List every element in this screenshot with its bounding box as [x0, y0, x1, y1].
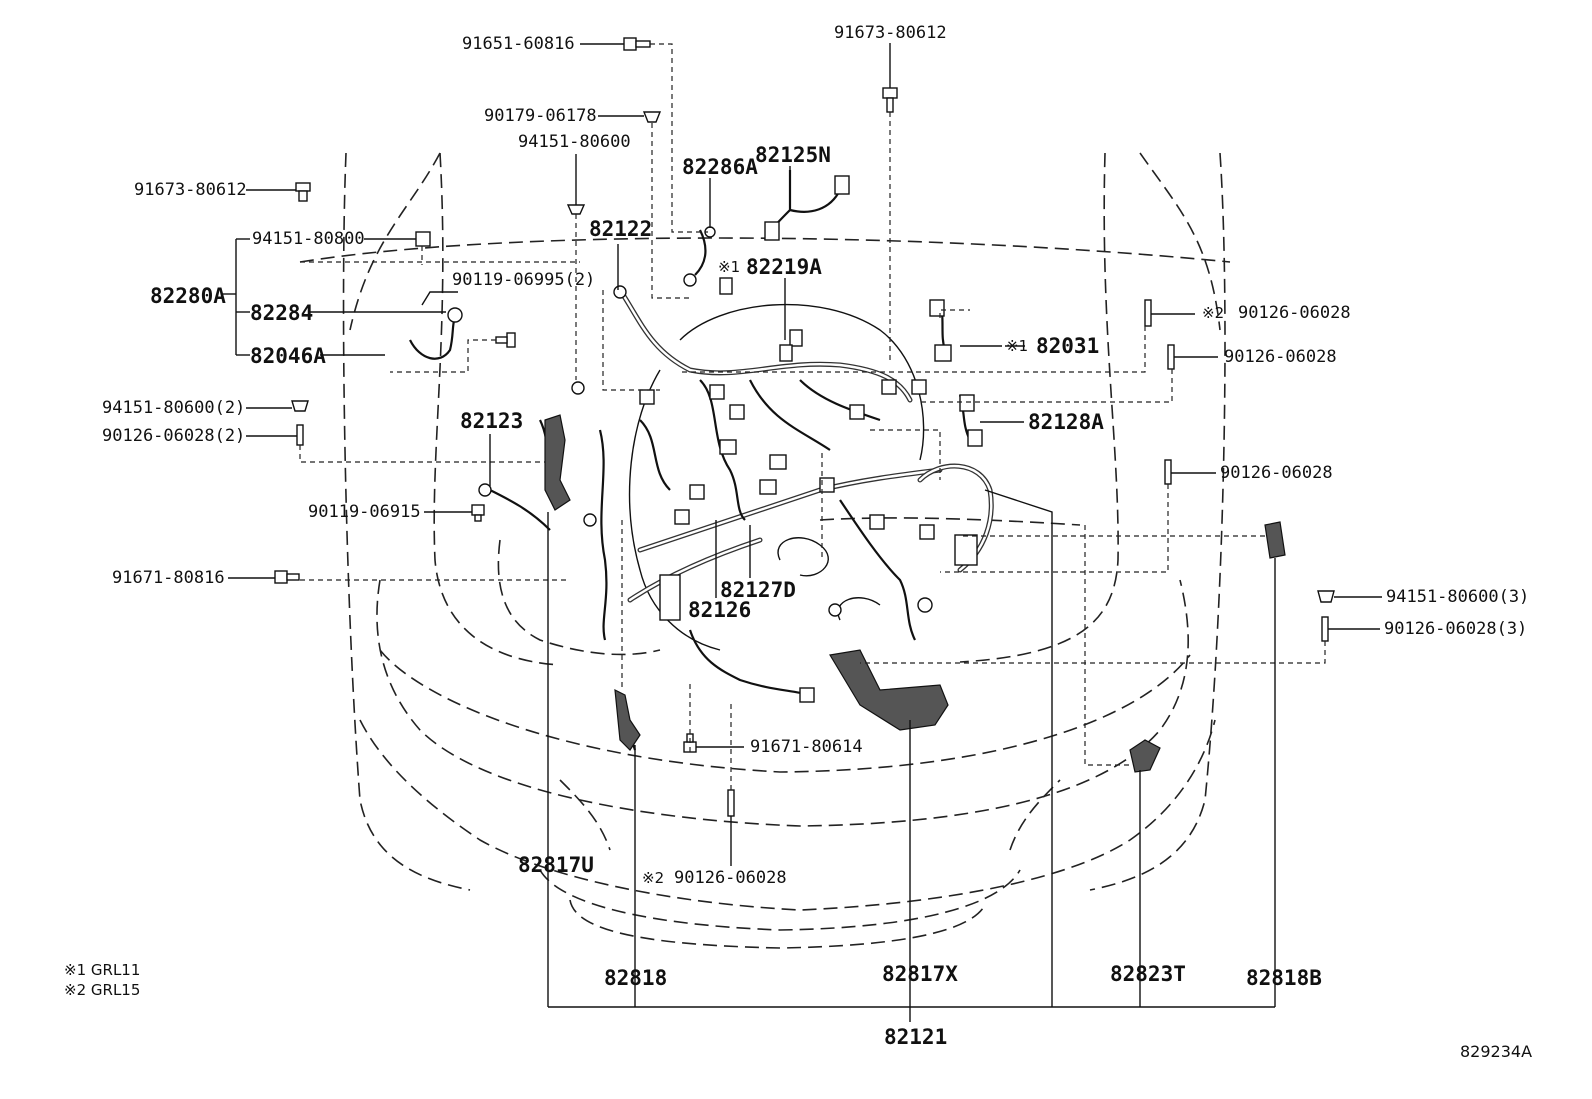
engine-harness-assembly	[409, 170, 1286, 773]
label-94151-80800: 94151-80800	[252, 229, 365, 249]
note-mark-82219A: ※1	[718, 258, 741, 276]
stud-icon-90126-06028-r1	[1144, 299, 1152, 327]
label-82280A: 82280A	[150, 284, 226, 308]
leader-lines	[222, 43, 1382, 1022]
footnote-2: ※2 GRL15	[64, 981, 140, 999]
footnote-2-mark: ※2	[64, 981, 87, 999]
diagram-code: 829234A	[1460, 1042, 1533, 1061]
dashed-reference-lines	[299, 43, 1326, 790]
label-82818: 82818	[604, 966, 668, 990]
clip-icon-94151-80600-3	[1317, 590, 1335, 603]
label-90179-06178: 90179-06178	[484, 106, 597, 126]
stud-icon-90126-06028-3	[1321, 616, 1329, 642]
clip-icon-94151-80600	[566, 204, 586, 215]
label-82122: 82122	[589, 217, 653, 241]
bolt-icon-91673-80612-left	[295, 182, 311, 202]
label-90126-06028-2: 90126-06028(2)	[102, 426, 246, 446]
label-90126-06028-r1: 90126-06028	[1238, 303, 1351, 323]
bolt-icon-91673-80612-top	[882, 87, 898, 113]
label-82121: 82121	[884, 1025, 948, 1049]
bolt-icon-91651-60816	[623, 37, 651, 51]
label-90126-06028-b: 90126-06028	[674, 868, 787, 888]
label-82817X: 82817X	[882, 962, 958, 986]
label-82127D: 82127D	[720, 578, 796, 602]
bolt-icon-90119-06915	[471, 504, 485, 522]
label-90126-06028-3: 90126-06028(3)	[1384, 619, 1528, 639]
label-82817U: 82817U	[518, 853, 594, 877]
label-91651-60816: 91651-60816	[462, 34, 575, 54]
label-82046A: 82046A	[250, 344, 326, 368]
label-82125N: 82125N	[755, 143, 831, 167]
label-82123: 82123	[460, 409, 524, 433]
clip-icon-94151-80800	[415, 231, 431, 247]
footnote-1-mark: ※1	[64, 961, 87, 979]
clip-icon-94151-80600-2	[291, 400, 309, 412]
label-90119-06995-2: 90119-06995(2)	[452, 270, 596, 290]
label-82219A: 82219A	[746, 255, 822, 279]
label-91671-80816: 91671-80816	[112, 568, 225, 588]
stud-icon-90126-06028-2	[296, 424, 304, 446]
footnote-2-text: GRL15	[90, 981, 141, 999]
stud-icon-90126-06028-r2	[1167, 344, 1175, 370]
label-94151-80600-2: 94151-80600(2)	[102, 398, 246, 418]
label-91673-80612-left: 91673-80612	[134, 180, 247, 200]
label-82031: 82031	[1036, 334, 1100, 358]
label-90119-06915: 90119-06915	[308, 502, 421, 522]
label-91673-80612-top: 91673-80612	[834, 23, 947, 43]
label-82286A: 82286A	[682, 155, 758, 179]
note-mark-90126-06028-b: ※2	[642, 869, 665, 887]
label-94151-80600: 94151-80600	[518, 132, 631, 152]
label-82284: 82284	[250, 301, 314, 325]
clip-icon-90179-06178	[642, 111, 662, 123]
label-90126-06028-r2: 90126-06028	[1224, 347, 1337, 367]
label-91671-80614: 91671-80614	[750, 737, 863, 757]
label-94151-80600-3: 94151-80600(3)	[1386, 587, 1530, 607]
note-mark-82031: ※1	[1006, 337, 1029, 355]
label-82818B: 82818B	[1246, 966, 1322, 990]
note-mark-90126-06028-r1: ※2	[1202, 304, 1225, 322]
label-82128A: 82128A	[1028, 410, 1104, 434]
stud-icon-90126-06028-r3	[1164, 459, 1172, 485]
bolt-icon-91671-80816	[274, 570, 300, 584]
bolt-icon-90119-06995	[495, 332, 516, 348]
footnote-1-text: GRL11	[90, 961, 141, 979]
stud-icon-90126-06028-b	[727, 789, 735, 817]
label-82126: 82126	[688, 598, 752, 622]
footnote-1: ※1 GRL11	[64, 961, 140, 979]
label-82823T: 82823T	[1110, 962, 1186, 986]
label-90126-06028-r3: 90126-06028	[1220, 463, 1333, 483]
